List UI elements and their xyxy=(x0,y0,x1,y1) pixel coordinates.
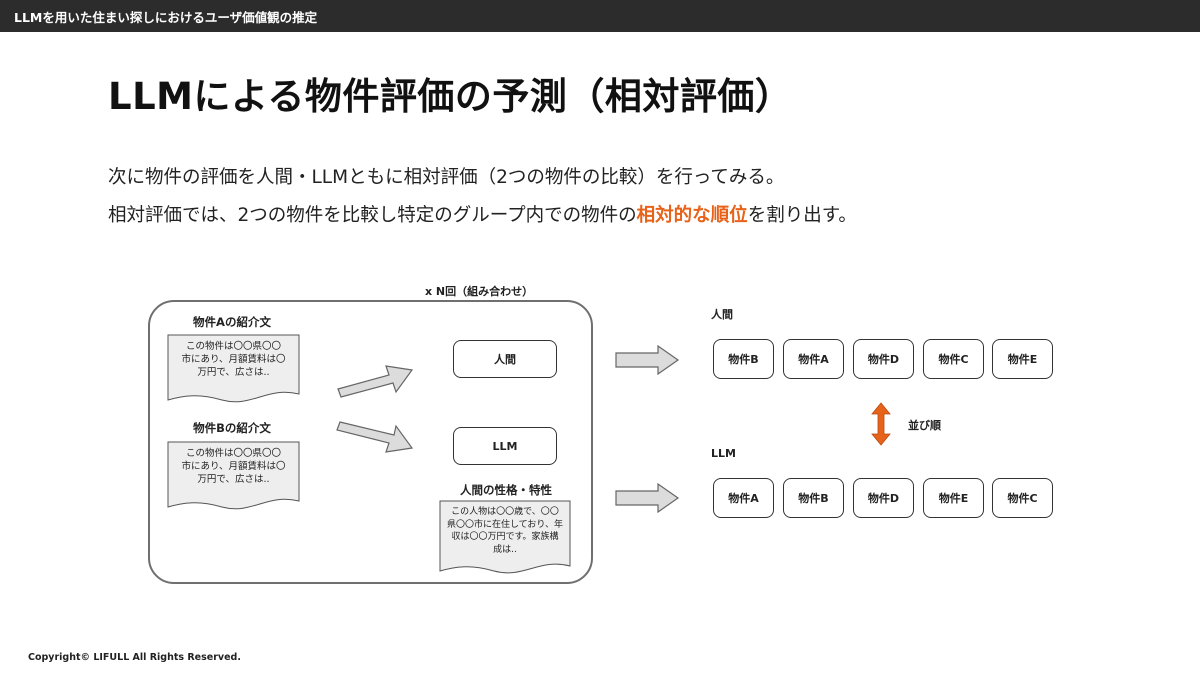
body-line-2-pre: 相対評価では、2つの物件を比較し特定のグループ内での物件の xyxy=(108,205,637,226)
repeat-caption: x N回（組み合わせ） xyxy=(425,285,534,298)
llm-rank-item: 物件E xyxy=(923,478,984,518)
document-shape-icon xyxy=(439,500,571,574)
persona-line: この人物は〇〇歳で、〇〇 xyxy=(451,507,559,517)
human-rank-item: 物件B xyxy=(713,339,774,379)
llm-ranking-label: LLM xyxy=(711,447,736,460)
doc-a: この物件は〇〇県〇〇 市にあり、月額賃料は〇 万円で、広さは.. xyxy=(167,334,300,404)
human-rank-item: 物件A xyxy=(783,339,844,379)
arrow-right-icon xyxy=(615,483,680,513)
persona-line: 収は〇〇万円です。家族構 xyxy=(451,532,559,542)
deck-title: LLMを用いた住まい探しにおけるユーザ価値観の推定 xyxy=(14,10,318,25)
doc-b-text: この物件は〇〇県〇〇 市にあり、月額賃料は〇 万円で、広さは.. xyxy=(167,447,300,486)
body-line-2: 相対評価では、2つの物件を比較し特定のグループ内での物件の相対的な順位を割り出す… xyxy=(108,201,857,227)
human-rank-item: 物件C xyxy=(923,339,984,379)
llm-rank-item: 物件B xyxy=(783,478,844,518)
human-rank-item: 物件D xyxy=(853,339,914,379)
doc-a-text: この物件は〇〇県〇〇 市にあり、月額賃料は〇 万円で、広さは.. xyxy=(167,340,300,379)
arrow-down-right-icon xyxy=(336,421,414,453)
doc-a-line: 万円で、広さは.. xyxy=(197,367,270,378)
human-ranking-label: 人間 xyxy=(711,308,733,321)
doc-b-line: この物件は〇〇県〇〇 xyxy=(185,448,281,459)
llm-evaluator-box: LLM xyxy=(453,427,557,465)
doc-b-line: 市にあり、月額賃料は〇 xyxy=(181,461,286,472)
doc-b: この物件は〇〇県〇〇 市にあり、月額賃料は〇 万円で、広さは.. xyxy=(167,441,300,511)
document-shape-icon xyxy=(167,441,300,510)
doc-a-title: 物件Aの紹介文 xyxy=(193,315,271,329)
persona-title: 人間の性格・特性 xyxy=(460,483,552,497)
persona-line: 成は.. xyxy=(493,544,517,555)
human-rank-item: 物件E xyxy=(992,339,1053,379)
doc-b-line: 万円で、広さは.. xyxy=(197,474,270,485)
human-evaluator-box: 人間 xyxy=(453,340,557,378)
doc-a-line: 市にあり、月額賃料は〇 xyxy=(181,354,286,365)
double-arrow-icon xyxy=(871,402,891,446)
highlight-text: 相対的な順位 xyxy=(636,205,748,226)
persona-text: この人物は〇〇歳で、〇〇 県〇〇市に在住しており、年 収は〇〇万円です。家族構 … xyxy=(439,506,571,556)
llm-rank-item: 物件C xyxy=(992,478,1053,518)
body-line-2-post: を割り出す。 xyxy=(747,205,857,226)
body-line-1: 次に物件の評価を人間・LLMともに相対評価（2つの物件の比較）を行ってみる。 xyxy=(108,167,785,188)
copyright: Copyright© LIFULL All Rights Reserved. xyxy=(28,652,241,663)
doc-b-title: 物件Bの紹介文 xyxy=(193,421,271,435)
header-bar: LLMを用いた住まい探しにおけるユーザ価値観の推定 xyxy=(0,0,1200,32)
slide-title: LLMによる物件評価の予測（相対評価） xyxy=(108,75,793,118)
document-shape-icon xyxy=(167,334,300,403)
persona-doc: この人物は〇〇歳で、〇〇 県〇〇市に在住しており、年 収は〇〇万円です。家族構 … xyxy=(439,500,571,575)
arrow-right-icon xyxy=(615,345,680,375)
order-label: 並び順 xyxy=(908,419,941,432)
doc-a-line: この物件は〇〇県〇〇 xyxy=(185,341,281,352)
arrow-up-right-icon xyxy=(337,365,414,398)
llm-rank-item: 物件A xyxy=(713,478,774,518)
llm-rank-item: 物件D xyxy=(853,478,914,518)
persona-line: 県〇〇市に在住しており、年 xyxy=(446,519,564,530)
